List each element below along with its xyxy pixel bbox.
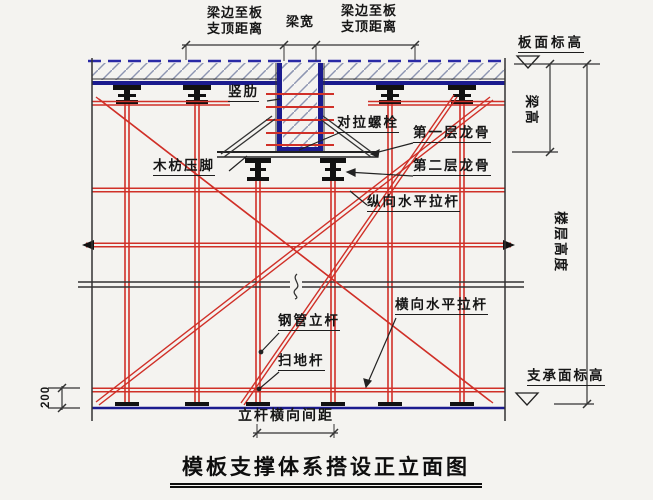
label-beam-height: 梁高 <box>524 94 540 126</box>
beam-tie-bolts <box>266 93 334 146</box>
label-longitudinal-tube: 纵向水平拉杆 <box>367 194 460 213</box>
base-plates <box>115 402 474 406</box>
boundary-walls <box>91 58 506 421</box>
label-steel-pipe-pole: 钢管立杆 <box>278 313 340 332</box>
platform-braces <box>220 115 375 158</box>
dimension-beam-height <box>512 59 600 157</box>
dim-label-left: 梁边至板 支顶距离 <box>206 5 263 36</box>
dimension-top <box>181 40 420 61</box>
leader-lines <box>228 98 414 392</box>
label-first-layer-joist: 第一层龙骨 <box>413 125 491 144</box>
elevation-marker-bottom-icon <box>514 392 540 406</box>
horizontal-tubes <box>86 100 511 393</box>
label-second-layer-joist: 第二层龙骨 <box>413 158 491 177</box>
tube-end-arrows <box>82 240 515 250</box>
dim-label-beam-width: 梁宽 <box>285 14 314 29</box>
label-floor-height: 楼层高度 <box>553 211 569 274</box>
elevation-marker-top-icon <box>515 55 541 69</box>
label-slab-elevation: 板面标高 <box>518 35 584 54</box>
platform-ledger <box>217 151 378 158</box>
label-dim-200: 200 <box>40 385 53 408</box>
vertical-poles <box>124 104 465 404</box>
label-support-elevation: 支承面标高 <box>527 368 605 387</box>
label-sweeping-rod: 扫地杆 <box>278 353 325 372</box>
label-transverse-tube: 横向水平拉杆 <box>395 297 488 316</box>
dimension-floor-height <box>554 59 594 409</box>
label-vertical-rib: 竖肋 <box>228 84 259 103</box>
diagram-title: 模板支撑体系搭设正立面图 <box>170 451 482 488</box>
dimension-pole-spacing <box>252 424 339 438</box>
label-wood-batten-foot: 木枋压脚 <box>153 158 215 177</box>
cross-brace-diagonals <box>95 94 494 406</box>
label-pole-spacing: 立杆横向间距 <box>238 407 334 423</box>
dimension-200 <box>48 383 80 413</box>
dim-label-right: 梁边至板 支顶距离 <box>340 3 397 34</box>
break-line <box>78 273 524 300</box>
slab-formwork-line <box>92 78 505 85</box>
label-tie-bolt: 对拉螺栓 <box>337 115 399 134</box>
screw-jacks <box>245 158 346 181</box>
